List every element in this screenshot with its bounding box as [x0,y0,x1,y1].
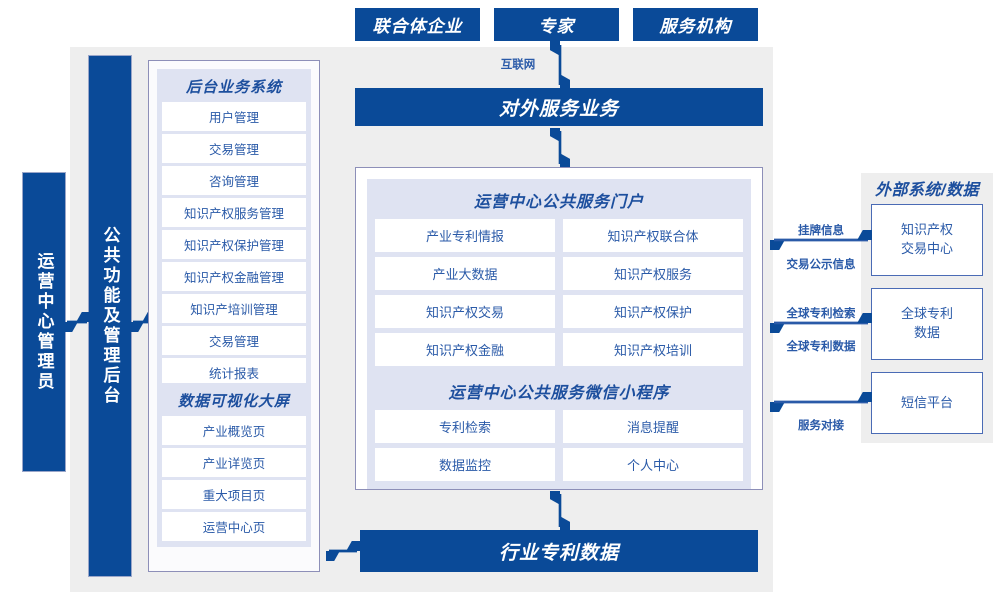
portal-item-industry-big-data[interactable]: 产业大数据 [375,257,555,290]
menu-item-ip-training-management[interactable]: 知识产培训管理 [162,294,306,323]
miniprogram-item-message-alert[interactable]: 消息提醒 [563,410,743,443]
group-title-public-service-portal: 运营中心公共服务门户 [473,194,644,211]
portal-row: 知识产权交易 知识产权保护 [375,295,743,328]
miniprogram-item-data-monitoring[interactable]: 数据监控 [375,448,555,481]
menu-item-operation-center-page[interactable]: 运营中心页 [162,512,306,541]
portal-item-ip-service[interactable]: 知识产权服务 [563,257,743,290]
portal-item-ip-protection[interactable]: 知识产权保护 [563,295,743,328]
external-label-service-docking: 服务对接 [798,420,844,432]
external-label-global-patent-data: 全球专利数据 [786,341,856,353]
column-public-function-backend[interactable]: 公共功能及管理后台 [88,55,132,577]
group-title-data-visualization-screen: 数据可视化大屏 [177,393,290,410]
menu-item-ip-protection-management[interactable]: 知识产权保护管理 [162,230,306,259]
external-box-ip-trading-center[interactable]: 知识产权 交易中心 [871,204,983,276]
management-panel: 后台业务系统 用户管理 交易管理 咨询管理 知识产权服务管理 知识产权保护管理 … [148,60,320,572]
external-label-global-patent-search: 全球专利检索 [786,308,856,320]
internet-label: 互联网 [500,59,536,71]
external-box-label: 短信平台 [900,394,953,410]
actor-box-alliance-enterprise[interactable]: 联合体企业 [355,8,480,41]
menu-item-transaction-management[interactable]: 交易管理 [162,134,306,163]
admin-to-backend-arrow [64,312,90,332]
internet-connector-arrow [550,41,570,89]
external-label-transaction-public-info: 交易公示信息 [786,259,856,271]
management-to-patent-data-arrow [326,541,360,561]
external-connector-arrow-trading [770,230,872,250]
portal-row: 产业大数据 知识产权服务 [375,257,743,290]
external-connector-arrow-sms [770,392,872,412]
portal-row: 产业专利情报 知识产权联合体 [375,219,743,252]
actor-box-service-agency[interactable]: 服务机构 [633,8,758,41]
portal-container: 运营中心公共服务门户 产业专利情报 知识产权联合体 产业大数据 知识产权服务 知… [355,167,763,490]
industry-patent-data-bar[interactable]: 行业专利数据 [360,530,758,572]
external-box-sms-platform[interactable]: 短信平台 [871,372,983,434]
external-connector-arrow-global-patent [770,313,872,333]
group-public-service-portal: 运营中心公共服务门户 产业专利情报 知识产权联合体 产业大数据 知识产权服务 知… [367,179,751,374]
portal-item-ip-training[interactable]: 知识产权培训 [563,333,743,366]
miniprogram-row: 专利检索 消息提醒 [375,410,743,443]
group-data-visualization-screen: 数据可视化大屏 产业概览页 产业详览页 重大项目页 运营中心页 [157,383,311,547]
group-title-wechat-miniprogram: 运营中心公共服务微信小程序 [448,385,670,402]
portal-item-industry-patent-intelligence[interactable]: 产业专利情报 [375,219,555,252]
miniprogram-item-patent-search[interactable]: 专利检索 [375,410,555,443]
actor-box-expert[interactable]: 专家 [494,8,619,41]
portal-row: 知识产权金融 知识产权培训 [375,333,743,366]
external-box-label: 全球专利 数据 [900,306,953,340]
portal-item-ip-finance[interactable]: 知识产权金融 [375,333,555,366]
miniprogram-item-personal-center[interactable]: 个人中心 [563,448,743,481]
group-backend-business-system: 后台业务系统 用户管理 交易管理 咨询管理 知识产权服务管理 知识产权保护管理 … [157,69,311,393]
group-wechat-miniprogram: 运营中心公共服务微信小程序 专利检索 消息提醒 数据监控 个人中心 [367,370,751,489]
menu-item-ip-service-management[interactable]: 知识产权服务管理 [162,198,306,227]
column-operation-center-admin[interactable]: 运营中心管理员 [22,172,66,472]
menu-item-transaction-management-2[interactable]: 交易管理 [162,326,306,355]
menu-item-ip-finance-management[interactable]: 知识产权金融管理 [162,262,306,291]
external-box-global-patent-data[interactable]: 全球专利 数据 [871,288,983,360]
portal-to-patent-data-arrow [550,491,570,531]
external-label-listing-info: 挂牌信息 [798,225,844,237]
menu-item-major-project-page[interactable]: 重大项目页 [162,480,306,509]
menu-item-industry-overview-page[interactable]: 产业概览页 [162,416,306,445]
external-box-label: 知识产权 交易中心 [900,222,953,256]
menu-item-consultation-management[interactable]: 咨询管理 [162,166,306,195]
external-service-business-bar[interactable]: 对外服务业务 [355,88,763,126]
menu-item-statistical-report[interactable]: 统计报表 [162,358,306,387]
menu-item-industry-detail-page[interactable]: 产业详览页 [162,448,306,477]
service-to-portal-arrow [550,128,570,168]
miniprogram-row: 数据监控 个人中心 [375,448,743,481]
portal-item-ip-alliance[interactable]: 知识产权联合体 [563,219,743,252]
menu-item-user-management[interactable]: 用户管理 [162,102,306,131]
group-title-backend-business-system: 后台业务系统 [185,79,282,96]
external-systems-title: 外部系统/数据 [875,182,979,199]
portal-item-ip-transaction[interactable]: 知识产权交易 [375,295,555,328]
